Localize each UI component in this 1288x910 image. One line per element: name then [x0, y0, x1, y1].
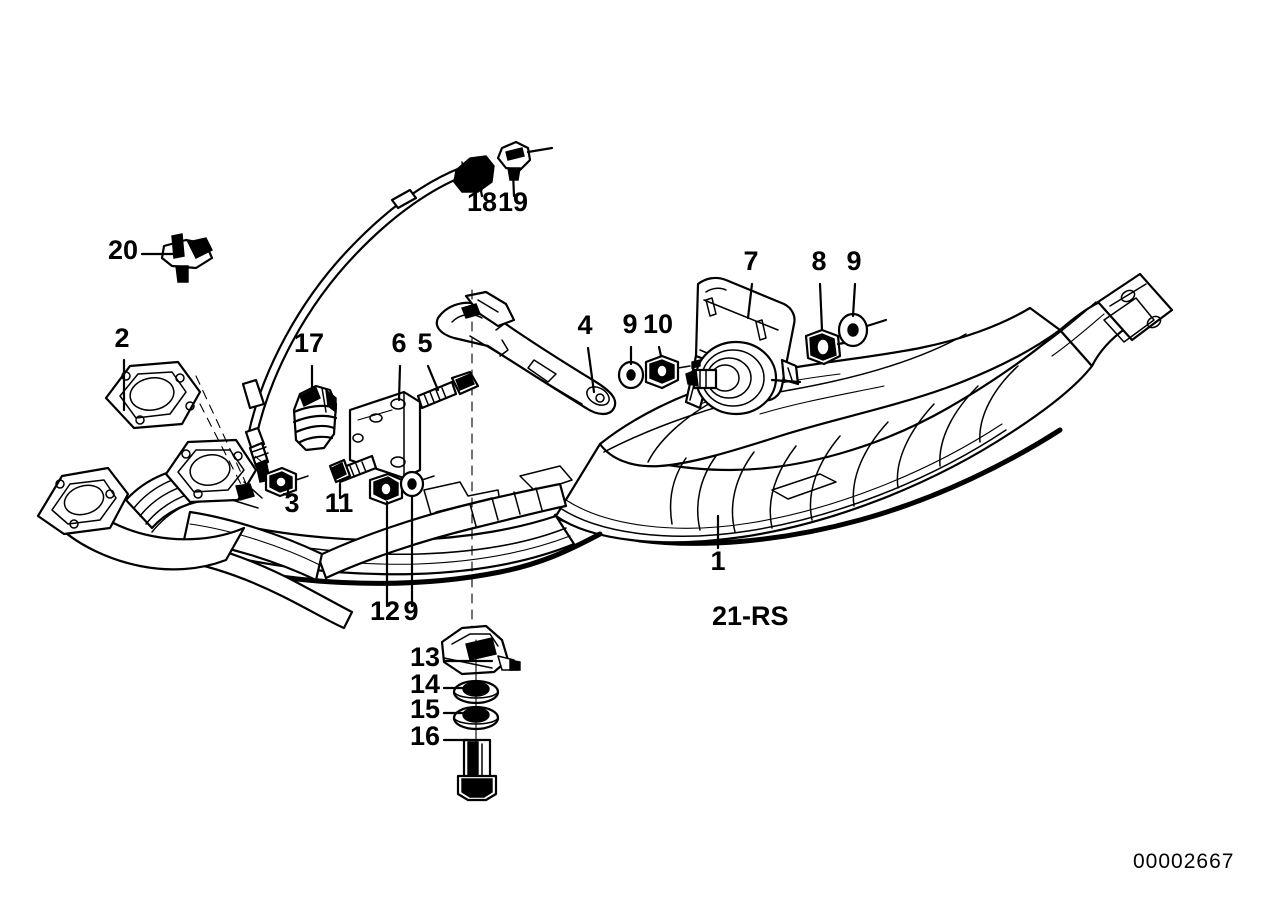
callout-label-6: 6 — [391, 328, 406, 358]
part-4-support-bracket — [435, 289, 617, 641]
leader-18 — [478, 184, 484, 198]
callout-label-1: 1 — [710, 546, 725, 576]
leader-6 — [397, 364, 402, 402]
callout-label-12: 12 — [370, 596, 400, 626]
callout-label-18: 18 — [467, 187, 497, 217]
callout-label-14: 14 — [410, 669, 440, 699]
part-9b-washer — [617, 360, 645, 390]
callout-label-20: 20 — [108, 235, 138, 265]
part-5-hex-bolt — [416, 370, 480, 410]
callout-label-11: 11 — [325, 488, 354, 518]
leader-10 — [657, 345, 663, 358]
part-12-locknut — [368, 472, 413, 506]
callout-label-15: 15 — [410, 694, 440, 724]
callout-label-9a: 9 — [846, 246, 861, 276]
part-13-holder-bracket — [440, 624, 521, 676]
callout-label-4: 4 — [577, 310, 592, 340]
callout-labels: 1 2 3 4 5 6 7 8 9 9 10 11 12 9 13 14 15 … — [108, 187, 862, 751]
callout-label-5: 5 — [417, 328, 432, 358]
callout-label-16: 16 — [410, 721, 440, 751]
callout-label-13: 13 — [410, 642, 440, 672]
leader-19 — [511, 170, 516, 198]
part-9c-washer — [399, 470, 435, 498]
callout-label-9c: 9 — [403, 596, 418, 626]
variant-designation: 21-RS — [712, 601, 789, 631]
callout-label-3: 3 — [284, 488, 299, 518]
leader-8 — [818, 282, 824, 332]
callout-label-7: 7 — [743, 246, 758, 276]
callout-label-10: 10 — [643, 309, 673, 339]
callout-label-17: 17 — [294, 328, 324, 358]
leader-7 — [746, 282, 754, 320]
leader-9a — [851, 282, 857, 318]
part-8-rubber-mount — [804, 328, 852, 366]
part-6-bracket-plate — [348, 390, 422, 480]
part-11-hex-bolt — [328, 454, 378, 484]
leader-5 — [426, 364, 440, 392]
leader-4 — [586, 346, 596, 394]
leader-lines — [122, 170, 857, 742]
front-pipe-and-heat-shield — [36, 438, 603, 630]
part-16-hex-bolt — [456, 639, 498, 802]
part-2-gasket — [104, 360, 251, 495]
callout-label-2: 2 — [114, 323, 129, 353]
part-17-rubber-bellows — [292, 384, 338, 452]
part-19-clamp — [496, 140, 554, 181]
drawing-code: 00002667 — [1133, 850, 1234, 873]
part-9a-washer — [837, 312, 888, 348]
callout-label-9b: 9 — [622, 309, 637, 339]
catalytic-converter-body — [553, 272, 1174, 546]
part-7-rubber-mount-boss — [685, 340, 802, 416]
callout-label-8: 8 — [811, 246, 826, 276]
callout-label-19: 19 — [498, 187, 528, 217]
part-10-locknut — [644, 354, 701, 390]
part-20-cable-clip — [160, 233, 214, 283]
part-18-oxygen-sensor — [241, 155, 495, 483]
